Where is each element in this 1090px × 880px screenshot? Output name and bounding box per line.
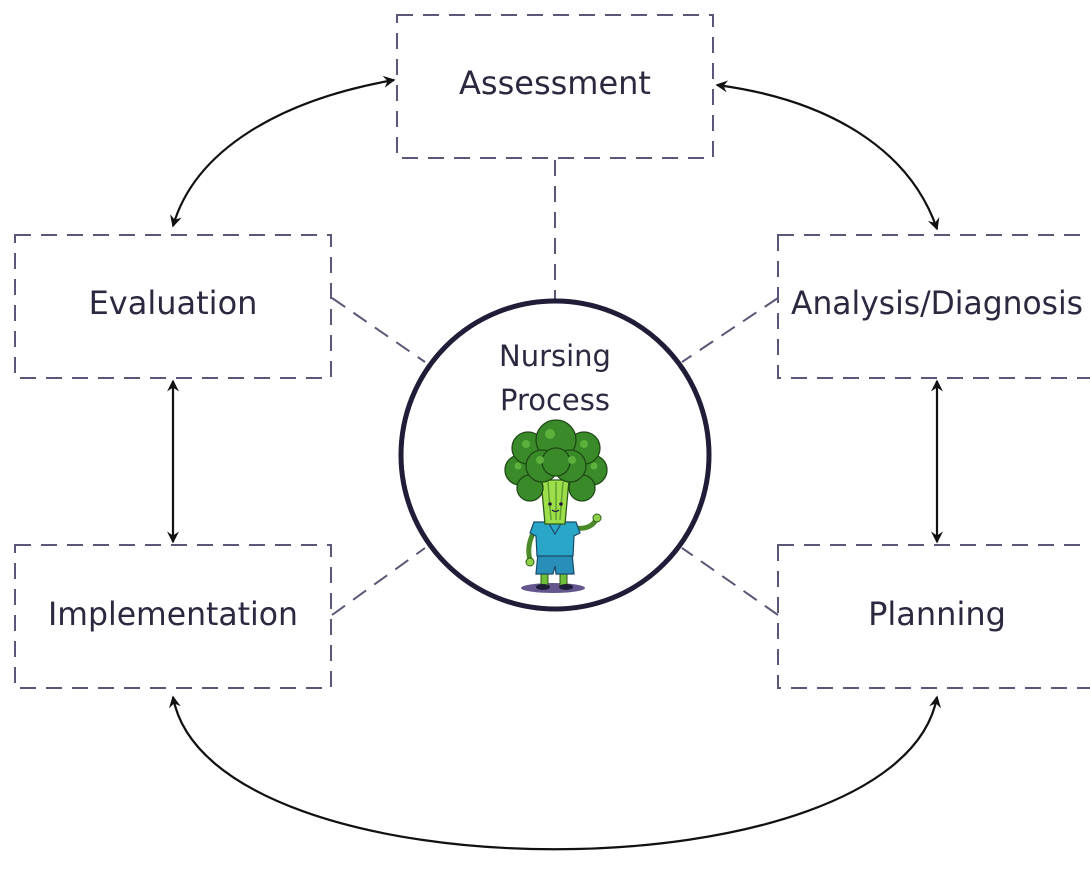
connectors	[331, 160, 779, 616]
stage-assessment-label: Assessment	[459, 64, 651, 102]
stage-evaluation-box	[14, 234, 332, 379]
center-label-line1: Nursing	[499, 339, 611, 373]
connector-planning	[681, 547, 779, 616]
stage-implementation: Implementation	[14, 544, 332, 689]
stage-implementation-box	[14, 544, 332, 689]
stage-analysis: Analysis/Diagnosis	[777, 234, 1090, 379]
connector-analysis	[681, 297, 779, 363]
arrow-implementation-planning	[169, 695, 941, 851]
center-label-line2: Process	[500, 383, 610, 417]
stage-evaluation: Evaluation	[14, 234, 332, 379]
stage-analysis-box	[777, 234, 1090, 379]
stage-implementation-label: Implementation	[48, 595, 298, 633]
stage-planning-box	[777, 544, 1090, 689]
broccoli-mascot-icon	[504, 419, 608, 593]
arrow-assessment-analysis	[715, 80, 940, 231]
connector-evaluation	[331, 297, 426, 363]
stage-analysis-label: Analysis/Diagnosis	[791, 284, 1083, 322]
cycle-arrows	[167, 75, 943, 851]
center-node: Nursing Process	[398, 298, 712, 612]
stage-assessment: Assessment	[396, 14, 714, 159]
stage-planning: Planning	[777, 544, 1090, 689]
arrow-assessment-evaluation	[170, 75, 396, 228]
connector-implementation	[331, 547, 426, 616]
stage-assessment-box	[396, 14, 714, 159]
stage-evaluation-label: Evaluation	[89, 284, 258, 322]
stage-planning-label: Planning	[868, 595, 1006, 633]
